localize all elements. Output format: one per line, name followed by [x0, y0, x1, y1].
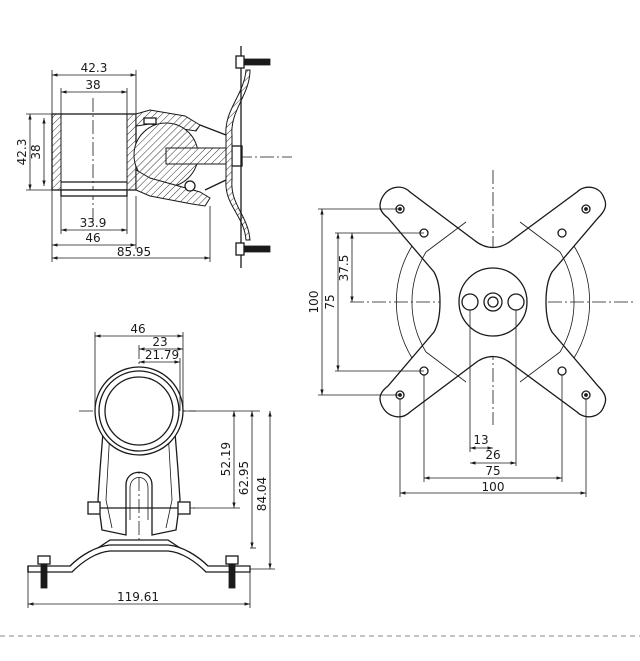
- plate-view: 37.5 75 100 13 26 75 100: [307, 170, 636, 497]
- strap-nut: [143, 117, 157, 125]
- front-base-screw-left: [40, 563, 48, 589]
- dim-plate-v-75: 75: [323, 294, 337, 309]
- plate-rib-bl: [425, 351, 467, 383]
- dim-front-height-center: 52.19: [219, 442, 233, 476]
- dim-side-outer-height: 42.3: [15, 139, 29, 166]
- front-ring-inner: [104, 376, 174, 446]
- dim-front-width: 46: [130, 322, 145, 336]
- side-dimensions: 42.3 38 42.3 38 33.9 46 85.95: [15, 61, 211, 262]
- front-base-nut-right: [225, 555, 239, 565]
- screw-top-nut: [235, 55, 245, 69]
- front-screw-right: [177, 501, 191, 515]
- dim-plate-h-75: 75: [485, 464, 500, 478]
- plate-arc-right: [559, 251, 575, 353]
- hole-75-br: [557, 366, 567, 376]
- bolt-shaft: [165, 147, 235, 165]
- plate-hole-center-inner: [487, 296, 499, 308]
- screw-bottom: [243, 245, 271, 253]
- dim-front-half-width: 23: [152, 335, 167, 349]
- dim-front-height-total: 84.04: [255, 477, 269, 511]
- strap-link: [199, 124, 227, 136]
- front-body-detail-l: [105, 429, 113, 529]
- ring-section-left: [51, 113, 62, 191]
- dim-front-base-width: 119.61: [117, 590, 159, 604]
- plate-rib-tr: [519, 221, 561, 253]
- dim-front-offset: 21.79: [145, 348, 179, 362]
- dim-plate-v-100: 100: [307, 291, 321, 314]
- dim-plate-h-26: 26: [485, 448, 500, 462]
- dim-side-inner-height: 38: [29, 144, 43, 159]
- side-view: 42.3 38 42.3 38 33.9 46 85.95: [15, 46, 292, 268]
- plate-rib-br: [519, 351, 561, 383]
- hole-75-tr: [557, 228, 567, 238]
- dim-side-base-width: 33.9: [80, 216, 107, 230]
- plate-arc-right-outer: [573, 245, 591, 359]
- front-screw-left: [87, 501, 101, 515]
- ring-base: [60, 189, 128, 197]
- plate-hole-center-left: [461, 293, 479, 311]
- front-view: 46 23 21.79 52.19 62.95 84.04 119.61: [27, 322, 275, 608]
- dim-plate-v-half: 37.5: [337, 255, 351, 282]
- dim-side-outer-width: 42.3: [81, 61, 108, 75]
- plate-rib-tl: [425, 221, 467, 253]
- ring-outline: [51, 113, 137, 191]
- dim-side-total-depth: 85.95: [117, 245, 151, 259]
- lower-arm: [135, 169, 211, 207]
- arm-link: [204, 179, 227, 191]
- front-base-plate: [27, 544, 251, 573]
- plate-side-section: [225, 69, 251, 241]
- screw-bottom-nut: [235, 242, 245, 256]
- arm-screw: [184, 180, 196, 192]
- screw-top: [243, 58, 271, 66]
- front-dimensions: 46 23 21.79 52.19 62.95 84.04 119.61: [27, 322, 275, 608]
- plate-arc-left: [411, 251, 427, 353]
- plate-arc-left-outer: [395, 245, 413, 359]
- dim-plate-h-100: 100: [482, 480, 505, 494]
- dim-side-inner-width: 38: [85, 78, 100, 92]
- dim-front-height-mid: 62.95: [237, 461, 251, 495]
- plate-hub: [458, 267, 528, 337]
- plate-dimensions: 37.5 75 100 13 26 75 100: [307, 208, 587, 497]
- dim-side-clamp-width: 46: [85, 231, 100, 245]
- front-slot: [129, 477, 149, 520]
- front-base-nut-left: [37, 555, 51, 565]
- front-ring-mid: [98, 370, 180, 452]
- front-body-detail-r: [165, 429, 173, 529]
- plate-hole-center-right: [507, 293, 525, 311]
- top-strap: [135, 109, 201, 132]
- dim-plate-h-13: 13: [473, 433, 488, 447]
- front-base-screw-right: [228, 563, 236, 589]
